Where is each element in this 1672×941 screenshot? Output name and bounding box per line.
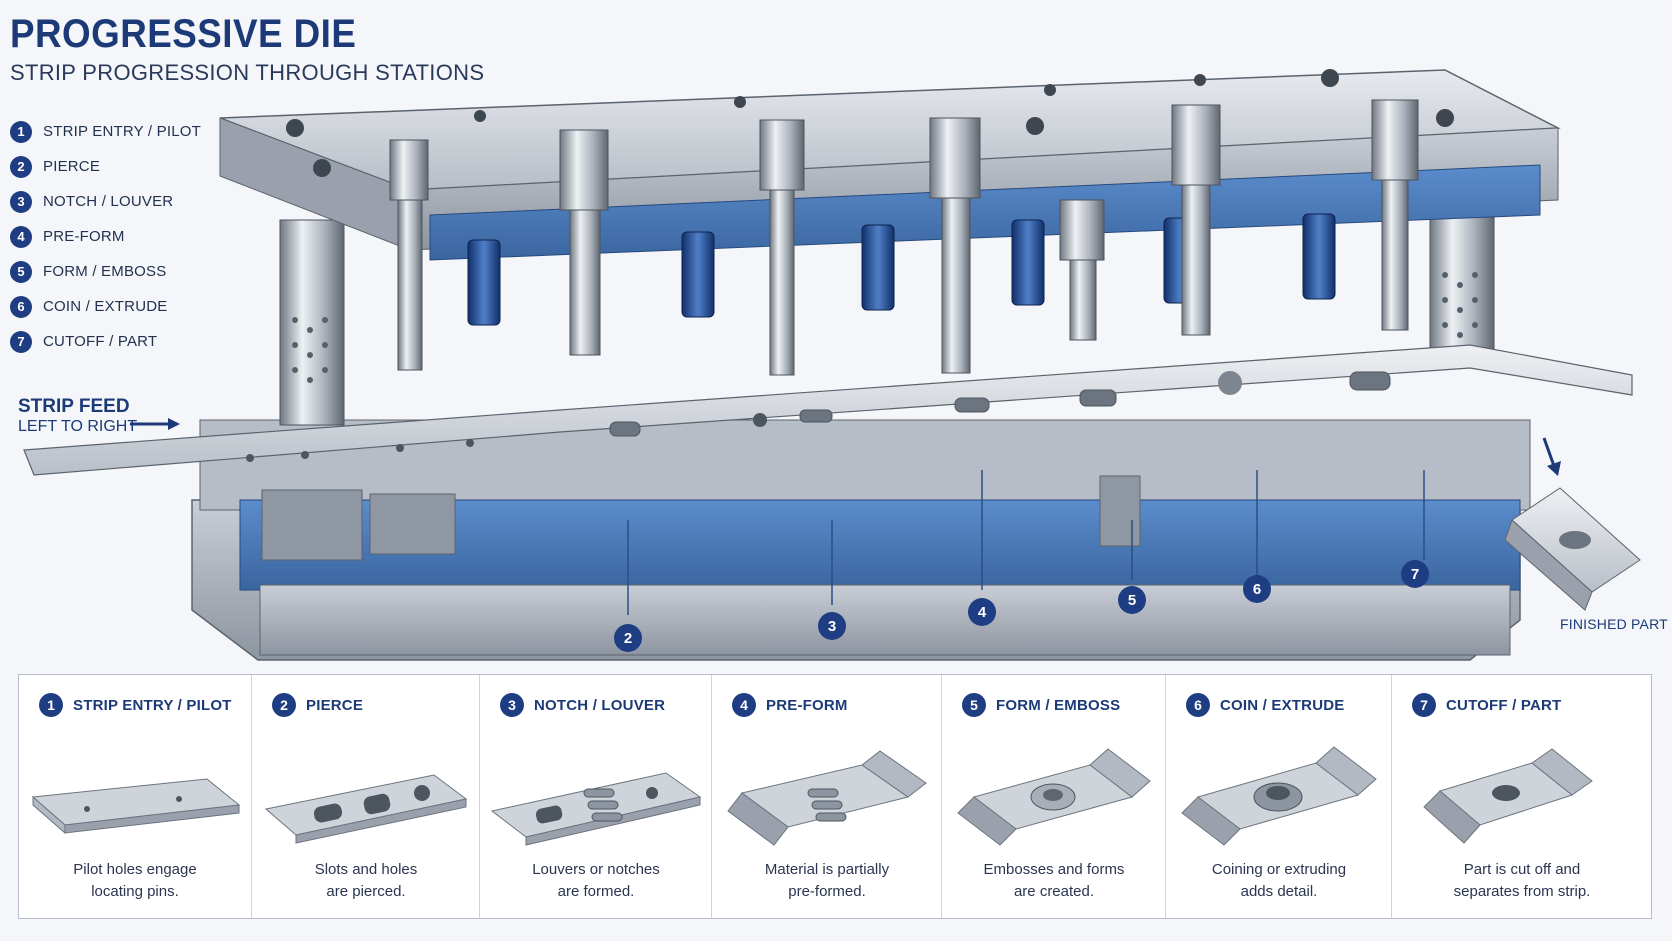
step-caption-line: are formed. bbox=[557, 883, 635, 900]
strip-blank-image bbox=[31, 778, 241, 835]
pierced-strip-image bbox=[264, 774, 468, 844]
finished-part-card-image bbox=[1423, 748, 1593, 844]
station-number-badge: 5 bbox=[10, 260, 32, 283]
finished-part-label: FINISHED PART bbox=[1560, 616, 1668, 632]
step-caption-line: adds detail. bbox=[1240, 883, 1318, 900]
legend-label: STRIP ENTRY / PILOT bbox=[43, 123, 202, 140]
callout-number: 6 bbox=[1253, 581, 1261, 598]
step-caption-line: Pilot holes engage bbox=[73, 861, 197, 878]
pre-formed-part-image bbox=[727, 750, 927, 846]
station-callout-3: 3 bbox=[818, 612, 846, 640]
step-number-badge: 7 bbox=[1412, 693, 1436, 717]
strip-feed-label: STRIP FEED LEFT TO RIGHT bbox=[18, 396, 137, 436]
legend-label: CUTOFF / PART bbox=[43, 333, 158, 350]
station-legend: 1 STRIP ENTRY / PILOT 2 PIERCE 3 NOTCH /… bbox=[10, 114, 201, 359]
station-callout-5: 5 bbox=[1118, 586, 1146, 614]
station-callout-2: 2 bbox=[614, 624, 642, 652]
step-caption-line: Part is cut off and bbox=[1463, 861, 1581, 878]
step-card-form-emboss: 5 FORM / EMBOSS Embosses and forms are cre… bbox=[941, 675, 1166, 918]
step-number-badge: 6 bbox=[1186, 693, 1210, 717]
step-title: COIN / EXTRUDE bbox=[1220, 696, 1345, 714]
legend-label: PIERCE bbox=[43, 158, 101, 175]
step-title: CUTOFF / PART bbox=[1446, 696, 1562, 714]
station-callout-4: 4 bbox=[968, 598, 996, 626]
legend-label: PRE-FORM bbox=[43, 228, 125, 245]
step-caption-line: Material is partially bbox=[764, 861, 890, 878]
strip-feed-title: STRIP FEED bbox=[18, 396, 130, 417]
step-card-pierce: 2 PIERCE Slots and holes are pierced. bbox=[251, 675, 480, 918]
step-number-badge: 2 bbox=[272, 693, 296, 717]
station-number-badge: 4 bbox=[10, 225, 32, 248]
step-card-strip-entry: 1 STRIP ENTRY / PILOT Pilot holes engage l… bbox=[19, 675, 251, 918]
step-caption-line: are created. bbox=[1013, 883, 1095, 900]
step-caption-line: Coining or extruding bbox=[1211, 861, 1347, 878]
step-number-badge: 4 bbox=[732, 693, 756, 717]
step-caption-line: pre-formed. bbox=[788, 883, 866, 900]
station-number-badge: 1 bbox=[10, 120, 32, 143]
legend-item-pre-form: 4 PRE-FORM bbox=[10, 219, 201, 254]
step-caption-line: Louvers or notches bbox=[532, 861, 660, 878]
station-number-badge: 2 bbox=[10, 155, 32, 178]
step-caption-line: separates from strip. bbox=[1453, 883, 1591, 900]
station-number-badge: 3 bbox=[10, 190, 32, 213]
step-number-badge: 1 bbox=[39, 693, 63, 717]
legend-label: NOTCH / LOUVER bbox=[43, 193, 174, 210]
step-card-cutoff: 7 CUTOFF / PART Part is cut off and separa… bbox=[1391, 675, 1652, 918]
finished-part-image bbox=[1504, 487, 1641, 611]
callout-number: 3 bbox=[828, 618, 836, 635]
legend-label: FORM / EMBOSS bbox=[43, 263, 167, 280]
legend-item-coin: 6 COIN / EXTRUDE bbox=[10, 289, 201, 324]
louvered-strip-image bbox=[490, 772, 702, 846]
step-caption-line: Slots and holes bbox=[314, 861, 418, 878]
guide-posts bbox=[279, 214, 1495, 426]
arrow-down-icon bbox=[1542, 437, 1561, 476]
step-card-coin-extrude: 6 COIN / EXTRUDE Coining or extruding adds… bbox=[1165, 675, 1392, 918]
step-number-badge: 5 bbox=[962, 693, 986, 717]
strip-feed-direction: LEFT TO RIGHT bbox=[18, 418, 138, 435]
step-caption-line: locating pins. bbox=[91, 883, 179, 900]
station-callout-7: 7 bbox=[1401, 560, 1429, 588]
step-card-pre-form: 4 PRE-FORM Material is partially pre-forme… bbox=[711, 675, 942, 918]
step-title: STRIP ENTRY / PILOT bbox=[73, 696, 232, 714]
coined-part-image bbox=[1181, 746, 1377, 846]
station-number-badge: 6 bbox=[10, 295, 32, 318]
metal-strip bbox=[23, 344, 1633, 476]
step-title: PRE-FORM bbox=[766, 696, 848, 714]
legend-item-form: 5 FORM / EMBOSS bbox=[10, 254, 201, 289]
embossed-part-image bbox=[957, 748, 1151, 846]
station-callout-6: 6 bbox=[1243, 575, 1271, 603]
callout-number: 4 bbox=[978, 604, 987, 621]
step-card-notch-louver: 3 NOTCH / LOUVER Louvers or notches are fo… bbox=[479, 675, 712, 918]
callout-number: 5 bbox=[1128, 592, 1136, 609]
arrow-right-icon bbox=[130, 418, 180, 430]
progressive-die-illustration: 2 3 4 5 6 7 bbox=[23, 69, 1641, 661]
step-caption-line: Embosses and forms bbox=[983, 861, 1125, 878]
legend-label: COIN / EXTRUDE bbox=[43, 298, 168, 315]
page-title: PROGRESSIVE DIE bbox=[10, 12, 357, 56]
legend-item-strip-entry: 1 STRIP ENTRY / PILOT bbox=[10, 114, 201, 149]
punch-assemblies bbox=[389, 99, 1419, 376]
legend-item-pierce: 2 PIERCE bbox=[10, 149, 201, 184]
station-number-badge: 7 bbox=[10, 330, 32, 353]
step-title: NOTCH / LOUVER bbox=[534, 696, 666, 714]
callout-number: 7 bbox=[1411, 566, 1419, 583]
step-title: FORM / EMBOSS bbox=[996, 696, 1121, 714]
station-steps-panel: 1 STRIP ENTRY / PILOT Pilot holes engage l… bbox=[18, 674, 1652, 919]
page-subtitle: STRIP PROGRESSION THROUGH STATIONS bbox=[10, 60, 485, 85]
callout-number: 2 bbox=[624, 630, 632, 647]
lower-die-base bbox=[191, 419, 1531, 661]
step-number-badge: 3 bbox=[500, 693, 524, 717]
legend-item-cutoff: 7 CUTOFF / PART bbox=[10, 324, 201, 359]
legend-item-notch: 3 NOTCH / LOUVER bbox=[10, 184, 201, 219]
step-title: PIERCE bbox=[306, 696, 364, 714]
step-caption-line: are pierced. bbox=[326, 883, 406, 900]
